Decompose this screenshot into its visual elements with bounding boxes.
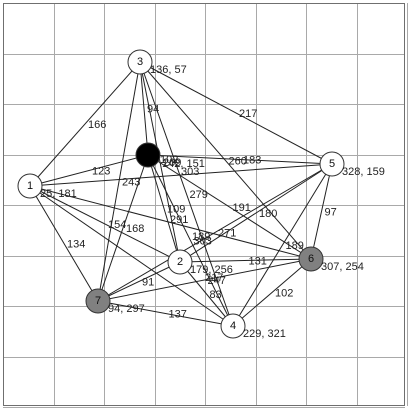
- edge-weight-label: 102: [160, 154, 178, 166]
- edge-3-6: [139, 61, 312, 260]
- node-circle[interactable]: [135, 142, 161, 168]
- node-id-label: 4: [230, 320, 236, 332]
- edge-weight-label: 97: [325, 207, 337, 219]
- node-coordinate-label: 136, 57: [150, 64, 187, 76]
- node-id-label: 6: [308, 253, 314, 265]
- edge-weight-label: 83: [210, 289, 222, 301]
- edge-weight-label: 131: [249, 256, 267, 268]
- edge-weight-label: 303: [194, 236, 212, 248]
- edge-weight-label: 154: [108, 219, 126, 231]
- node-circle[interactable]: [127, 49, 153, 75]
- edge-8-4: [147, 154, 234, 327]
- edge-3-7: [97, 61, 141, 302]
- node-id-label: 7: [95, 295, 101, 307]
- edge-1-4: [29, 185, 234, 327]
- graph-node-4[interactable]: 4 229, 321: [220, 313, 286, 340]
- node-id-label: 3: [137, 56, 143, 68]
- edge-2-7: [97, 261, 181, 302]
- edge-8-6: [147, 154, 312, 260]
- graph-node-6[interactable]: 6 307, 254: [298, 246, 364, 273]
- edge-5-4: [232, 163, 333, 327]
- edge-weight-label: 94: [147, 104, 159, 116]
- node-id-label: 1: [27, 180, 33, 192]
- edge-2-4: [179, 261, 234, 327]
- edge-1-3: [29, 61, 141, 187]
- graph-node-2[interactable]: 2 179, 256: [167, 249, 233, 276]
- edge-2-6: [179, 258, 312, 263]
- edge-6-4: [232, 258, 312, 327]
- node-circle[interactable]: [220, 313, 246, 339]
- edge-weight-label: 168: [126, 223, 144, 235]
- nodes: 1 25, 181 2 179, 256 3 136, 57 4 229, 321 5 328, …: [17, 49, 385, 340]
- edge-8-7: [97, 154, 149, 302]
- graph-node-7[interactable]: 7 94, 297: [85, 288, 145, 315]
- edge-5-7: [97, 163, 333, 302]
- node-circle[interactable]: [319, 151, 345, 177]
- edge-weight-label: 91: [142, 277, 154, 289]
- edge-weight-label: 180: [259, 208, 277, 220]
- edge-weight-label: 189: [286, 240, 304, 252]
- graph-node-1[interactable]: 1 25, 181: [17, 173, 77, 200]
- edge-weight-label: 217: [205, 272, 223, 284]
- edge-3-4: [139, 61, 234, 327]
- canvas-frame: [3, 3, 405, 406]
- edge-1-7: [29, 185, 99, 302]
- edge-weight-label: 279: [190, 189, 208, 201]
- edge-3-2: [139, 61, 181, 263]
- graph-node-3[interactable]: 3 136, 57: [127, 49, 187, 76]
- grid: [3, 3, 408, 408]
- edge-weight-label: 183: [243, 155, 261, 167]
- edge-1-2: [29, 185, 181, 263]
- node-circle[interactable]: [85, 288, 111, 314]
- graph-node-8[interactable]: [135, 142, 161, 168]
- node-circle[interactable]: [167, 249, 193, 275]
- edge-weight-label: 134: [67, 239, 85, 251]
- edge-weight-label: 271: [218, 228, 236, 240]
- edge-weight-label: 137: [169, 309, 187, 321]
- node-circle[interactable]: [17, 173, 43, 199]
- edge-weight-label: 123: [92, 166, 110, 178]
- edge-weight-label: 109: [167, 204, 185, 216]
- edge-weight-label: 142, 151: [162, 158, 205, 170]
- edge-3-8: [139, 61, 149, 156]
- node-id-label: 5: [329, 158, 335, 170]
- edge-5-6: [310, 163, 333, 260]
- node-coordinate-label: 328, 159: [342, 166, 385, 178]
- edge-weight-label: 291: [170, 214, 188, 226]
- edge-1-5: [29, 163, 333, 187]
- edge-7-4: [97, 300, 234, 327]
- graph-node-5[interactable]: 5 328, 159: [319, 151, 385, 178]
- edge-weight-label: 189: [192, 231, 210, 243]
- edge-weight-label: 247: [208, 275, 226, 287]
- edge-weight-label: 209: [163, 157, 181, 169]
- edges: [29, 61, 333, 327]
- node-coordinate-label: 25, 181: [40, 188, 77, 200]
- edge-weight-label: 260: [229, 156, 247, 168]
- edge-8-5: [147, 154, 333, 165]
- edge-weight-label: 243: [122, 177, 140, 189]
- node-coordinate-label: 307, 254: [321, 261, 364, 273]
- edge-weight-label: 303: [181, 166, 199, 178]
- edge-1-8: [29, 154, 149, 187]
- edge-1-6: [29, 185, 312, 260]
- edge-weight-label: 217: [239, 108, 257, 120]
- edge-weight-label: 102: [275, 288, 293, 300]
- node-coordinate-label: 94, 297: [108, 303, 145, 315]
- edge-5-2: [179, 163, 333, 263]
- edge-8-2: [147, 154, 181, 263]
- edge-weight-label: 191: [233, 202, 251, 214]
- edge-3-5: [139, 61, 333, 165]
- node-circle[interactable]: [298, 246, 324, 272]
- edge-7-6: [97, 258, 312, 302]
- node-id-label: 2: [177, 256, 183, 268]
- edge-weight-label: 166: [88, 119, 106, 131]
- edge-labels: 166 123 154 134 94 217 209 279 260 243 183 109 303 19…: [67, 104, 337, 321]
- node-coordinate-label: 179, 256: [190, 264, 233, 276]
- node-coordinate-label: 229, 321: [243, 328, 286, 340]
